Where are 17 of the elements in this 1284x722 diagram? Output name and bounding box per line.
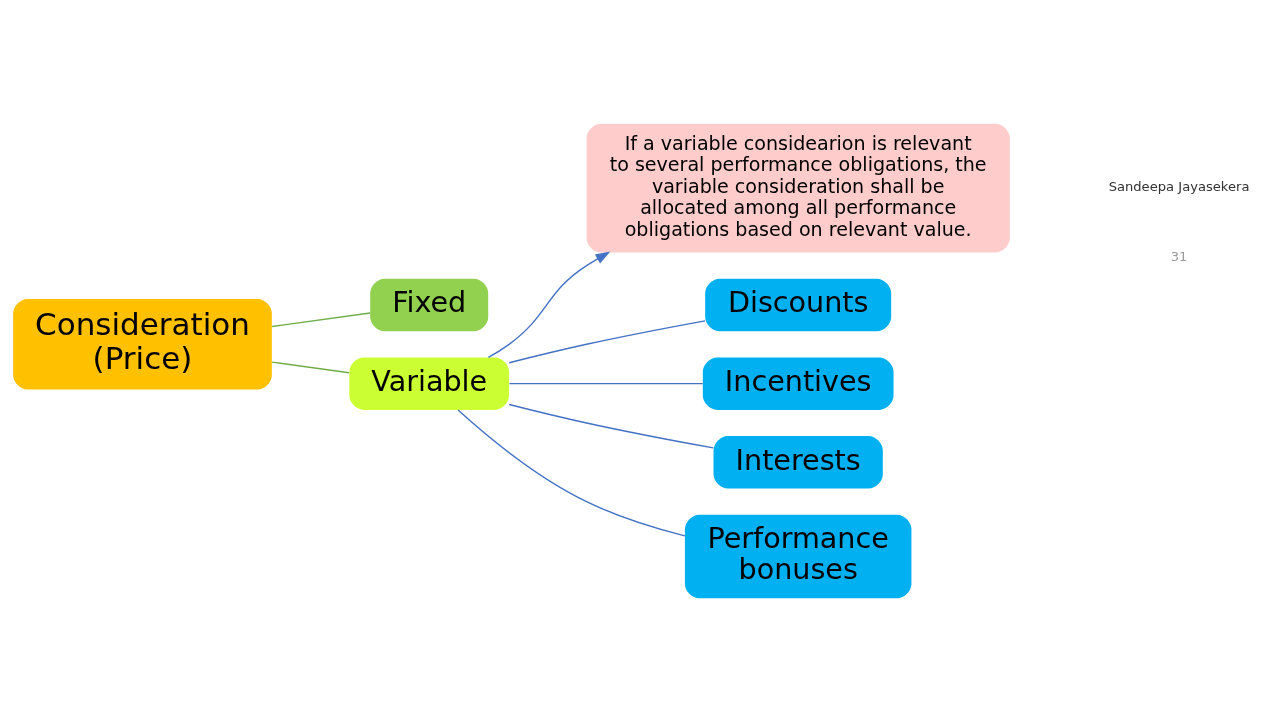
node-box: Discounts (705, 278, 892, 332)
node-box: If a variable considearion is relevant to several performance obligations, the variable consideration shall be allocated among all performance obligations based on relevant value. (586, 123, 1010, 253)
node-box: Incentives (702, 357, 894, 410)
connector (457, 409, 686, 537)
connector (271, 361, 350, 374)
connector (508, 403, 714, 449)
node-box: Fixed (370, 278, 489, 332)
arrow (487, 251, 611, 359)
label: 31 (1170, 248, 1188, 264)
node-box: Performance bonuses (684, 514, 912, 599)
connector (508, 320, 706, 364)
connector (271, 312, 371, 328)
node-box: Interests (713, 436, 883, 489)
connector (508, 382, 704, 385)
node-box: Variable (349, 357, 510, 410)
node-box: Consideration (Price) (13, 299, 272, 390)
label: Sandeepa Jayasekera (1108, 179, 1250, 195)
